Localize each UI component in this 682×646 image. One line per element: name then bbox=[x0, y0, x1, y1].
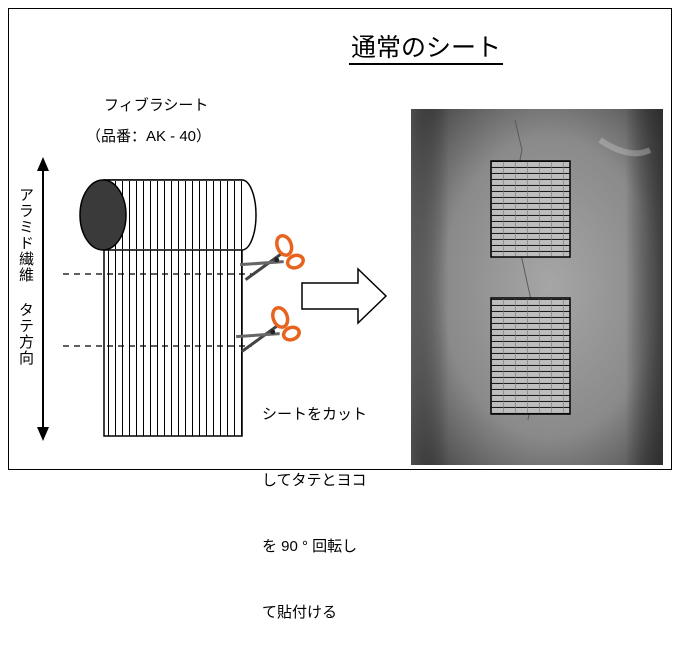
instruction-line: シートをカット bbox=[262, 406, 368, 423]
title-wrap: 通常のシート bbox=[0, 28, 682, 65]
instruction-line: て貼付ける bbox=[262, 604, 338, 621]
product-code-label: （品番：AK - 40） bbox=[86, 128, 212, 145]
fibra-sheet-roll bbox=[79, 179, 257, 437]
right-arrow-icon bbox=[301, 267, 388, 325]
direction-arrow-icon bbox=[37, 157, 49, 441]
instruction-line: してタテとヨコ bbox=[262, 472, 367, 489]
page-title: 通常のシート bbox=[348, 34, 503, 65]
sheet-name-label: フィブラシート bbox=[104, 97, 209, 114]
diagram-canvas bbox=[37, 109, 663, 465]
scissors-lower-icon bbox=[236, 305, 301, 353]
fiber-direction-label: アラミド繊維 bbox=[17, 187, 34, 283]
sheet-panel-upper bbox=[490, 160, 571, 258]
figure-frame bbox=[8, 8, 672, 470]
scissors-upper-icon bbox=[240, 233, 305, 281]
warp-direction-label: タテ方向 bbox=[17, 302, 34, 366]
application-photo bbox=[411, 109, 663, 465]
instruction-text: シートをカット してタテとヨコ を 90 ° 回転し て貼付ける bbox=[262, 360, 367, 646]
instruction-line: を 90 ° 回転し bbox=[262, 538, 358, 555]
roll-end bbox=[79, 179, 127, 251]
sheet-panel-lower bbox=[490, 297, 571, 415]
